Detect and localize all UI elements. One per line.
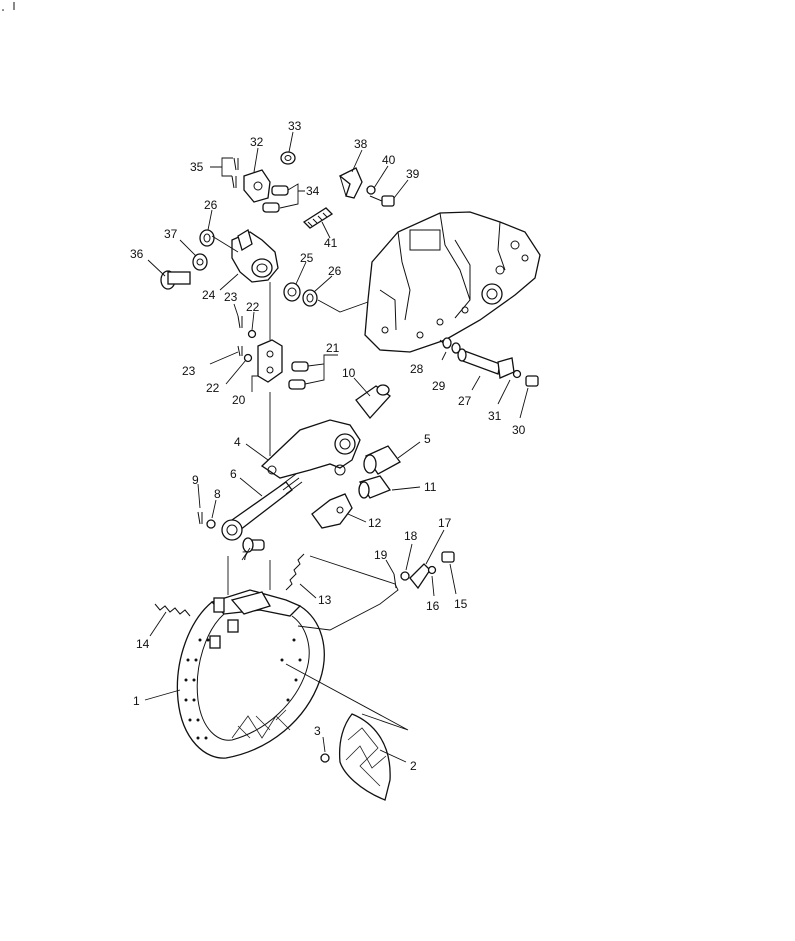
rod-6 bbox=[221, 473, 303, 541]
callout-12: 12 bbox=[368, 516, 382, 530]
callout-32: 32 bbox=[250, 135, 264, 149]
callout-20: 20 bbox=[232, 393, 246, 407]
callout-22-lower: 22 bbox=[206, 381, 220, 395]
callout-23-upper: 23 bbox=[224, 290, 238, 304]
callout-39: 39 bbox=[406, 167, 420, 181]
callout-34: 34 bbox=[306, 184, 320, 198]
washer-40 bbox=[366, 185, 376, 195]
callout-30: 30 bbox=[512, 423, 526, 437]
callout-9: 9 bbox=[192, 473, 199, 487]
bracket-38 bbox=[338, 167, 363, 199]
spring-14 bbox=[154, 603, 191, 617]
callout-2: 2 bbox=[410, 759, 417, 773]
callout-28: 28 bbox=[410, 362, 424, 376]
cotters-23 bbox=[237, 315, 243, 357]
band-rivets bbox=[184, 638, 302, 740]
callout-1: 1 bbox=[133, 694, 140, 708]
bracket-17 bbox=[409, 563, 431, 590]
callout-25: 25 bbox=[300, 251, 314, 265]
clevis-20 bbox=[257, 339, 283, 383]
callout-5: 5 bbox=[424, 432, 431, 446]
callout-36: 36 bbox=[130, 247, 144, 261]
washer-18 bbox=[400, 571, 410, 581]
bushing-10 bbox=[355, 384, 391, 420]
oring-28 bbox=[442, 337, 452, 349]
bolt-30 bbox=[525, 375, 539, 387]
bushing-26-right bbox=[302, 289, 318, 307]
bushing-25 bbox=[283, 282, 301, 302]
cotter-pins-35 bbox=[231, 157, 239, 189]
callout-11: 11 bbox=[424, 480, 437, 494]
rivet-3 bbox=[320, 753, 330, 763]
nut-37 bbox=[192, 253, 208, 271]
bolt-15 bbox=[441, 551, 455, 563]
callout-8: 8 bbox=[214, 487, 221, 501]
callout-labels: 1 2 3 4 5 6 7 8 9 10 11 12 13 14 15 16 1… bbox=[130, 119, 526, 773]
callout-29: 29 bbox=[432, 379, 446, 393]
callout-10: 10 bbox=[342, 366, 356, 380]
washer-8 bbox=[206, 519, 216, 529]
callout-37: 37 bbox=[164, 227, 178, 241]
callout-27: 27 bbox=[458, 394, 472, 408]
callout-17: 17 bbox=[438, 516, 452, 530]
brake-band-1 bbox=[176, 589, 325, 759]
washer-16 bbox=[427, 565, 437, 575]
spring-13 bbox=[285, 553, 305, 591]
pins-34 bbox=[262, 185, 289, 213]
pins-21 bbox=[288, 361, 309, 390]
callout-16: 16 bbox=[426, 599, 440, 613]
callout-26-left: 26 bbox=[204, 198, 218, 212]
callout-21: 21 bbox=[326, 341, 340, 355]
oring-29 bbox=[451, 342, 461, 354]
bushing-33 bbox=[280, 151, 296, 165]
callout-7: 7 bbox=[242, 549, 249, 563]
callout-24: 24 bbox=[202, 288, 216, 302]
callout-23-lower: 23 bbox=[182, 364, 196, 378]
callout-14: 14 bbox=[136, 637, 150, 651]
callout-3: 3 bbox=[314, 724, 321, 738]
pin-11 bbox=[358, 475, 392, 499]
leader-lines bbox=[144, 131, 529, 763]
spool-27 bbox=[457, 348, 515, 379]
callout-31: 31 bbox=[488, 409, 502, 423]
washers-22 bbox=[243, 329, 257, 363]
callout-6: 6 bbox=[230, 467, 237, 481]
callout-38: 38 bbox=[354, 137, 368, 151]
bolt-41 bbox=[302, 207, 334, 229]
callout-13: 13 bbox=[318, 593, 332, 607]
band-lining-hatch bbox=[231, 709, 291, 739]
callout-4: 4 bbox=[234, 435, 241, 449]
lever-32 bbox=[243, 169, 271, 203]
cotter-9 bbox=[197, 511, 203, 525]
lining-segment-2 bbox=[338, 713, 391, 801]
callout-40: 40 bbox=[382, 153, 396, 167]
callout-22-upper: 22 bbox=[246, 300, 260, 314]
washer-31 bbox=[512, 369, 522, 379]
callout-19: 19 bbox=[374, 548, 388, 562]
valve-housing bbox=[364, 211, 541, 353]
callout-15: 15 bbox=[454, 597, 468, 611]
lever-24 bbox=[231, 229, 279, 283]
callout-41: 41 bbox=[324, 236, 338, 250]
callout-35: 35 bbox=[190, 160, 204, 174]
pin-7 bbox=[242, 537, 265, 553]
bolt-36 bbox=[160, 270, 191, 290]
callout-18: 18 bbox=[404, 529, 418, 543]
bellcrank-4 bbox=[260, 419, 361, 479]
callout-33: 33 bbox=[288, 119, 302, 133]
scan-marks bbox=[2, 2, 15, 11]
lever-12 bbox=[311, 493, 353, 529]
cylinder-5 bbox=[363, 445, 401, 475]
bushing-26-top bbox=[199, 229, 215, 247]
bolt-39 bbox=[369, 195, 395, 207]
callout-26-right: 26 bbox=[328, 264, 342, 278]
